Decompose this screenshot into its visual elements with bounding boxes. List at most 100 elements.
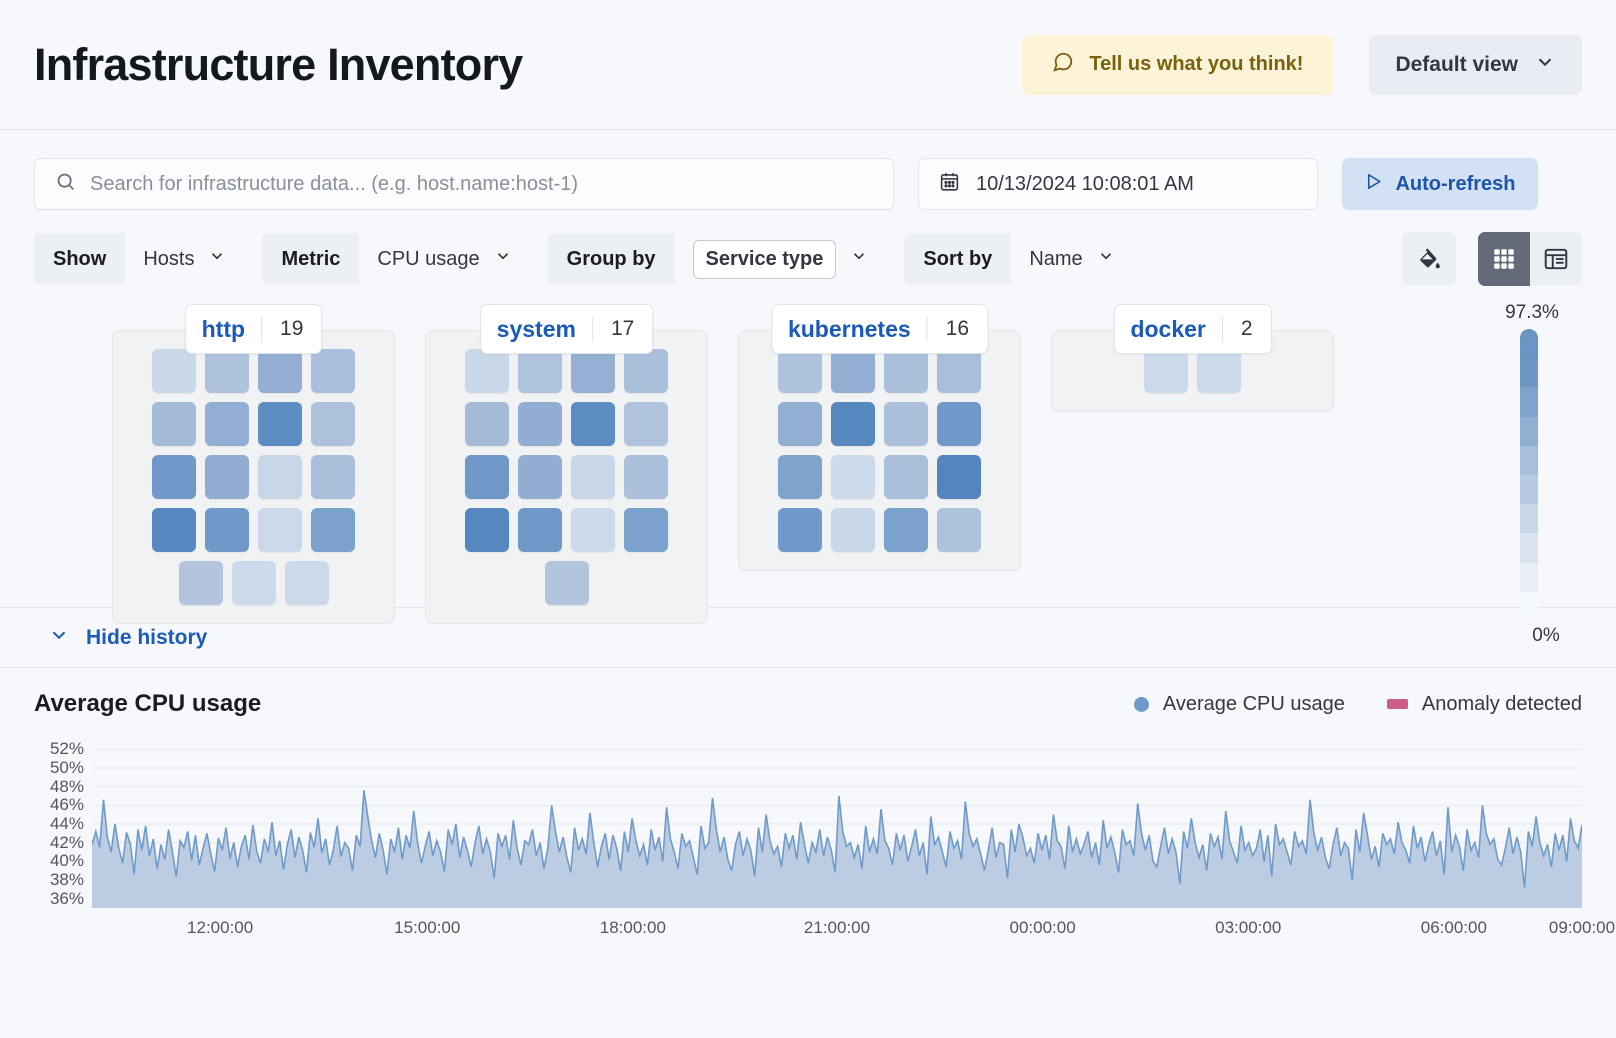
y-tick-label: 36%: [49, 888, 84, 908]
host-cell[interactable]: [937, 508, 981, 552]
y-tick-label: 40%: [49, 851, 84, 871]
host-cell[interactable]: [311, 349, 355, 393]
paint-bucket-icon[interactable]: [1402, 232, 1456, 286]
host-cell[interactable]: [231, 561, 276, 605]
host-cell[interactable]: [884, 349, 928, 393]
host-cell[interactable]: [465, 349, 509, 393]
host-cell[interactable]: [311, 402, 355, 446]
chart-plot-wrap: 52%50%48%46%44%42%40%38%36%: [34, 739, 1582, 908]
host-cell[interactable]: [152, 455, 196, 499]
group-count: 16: [926, 316, 987, 342]
host-cell[interactable]: [831, 455, 875, 499]
host-cell[interactable]: [311, 508, 355, 552]
host-cell[interactable]: [205, 508, 249, 552]
host-cell[interactable]: [1144, 349, 1188, 393]
x-tick-label: 06:00:00: [1420, 918, 1487, 937]
host-cell[interactable]: [205, 402, 249, 446]
feedback-button[interactable]: Tell us what you think!: [1022, 34, 1334, 95]
legend-item-average-cpu-usage[interactable]: Average CPU usage: [1133, 693, 1345, 716]
host-cell[interactable]: [884, 402, 928, 446]
page-header: Infrastructure Inventory Tell us what yo…: [0, 0, 1616, 130]
y-tick-label: 50%: [49, 758, 84, 777]
group-count: 19: [261, 316, 321, 342]
host-cell[interactable]: [831, 349, 875, 393]
group-name: docker: [1130, 315, 1206, 342]
host-cell[interactable]: [937, 455, 981, 499]
host-cell[interactable]: [152, 402, 196, 446]
auto-refresh-button[interactable]: Auto-refresh: [1342, 158, 1538, 210]
host-cell[interactable]: [937, 349, 981, 393]
default-view-dropdown[interactable]: Default view: [1369, 34, 1582, 95]
host-cell[interactable]: [544, 561, 589, 605]
host-cell[interactable]: [258, 508, 302, 552]
host-cell[interactable]: [571, 455, 615, 499]
host-cell[interactable]: [778, 349, 822, 393]
host-cell[interactable]: [518, 508, 562, 552]
host-cell[interactable]: [831, 402, 875, 446]
chevron-down-icon: [48, 624, 70, 652]
host-cell[interactable]: [1197, 349, 1241, 393]
date-picker[interactable]: 10/13/2024 10:08:01 AM: [918, 158, 1318, 210]
group-name: kubernetes: [787, 315, 911, 342]
host-cell[interactable]: [152, 508, 196, 552]
filter-metric-select[interactable]: CPU usage: [359, 233, 529, 285]
host-cell[interactable]: [518, 349, 562, 393]
host-cell[interactable]: [205, 455, 249, 499]
y-tick-label: 48%: [49, 776, 84, 796]
search-placeholder: Search for infrastructure data... (e.g. …: [90, 172, 579, 195]
host-cell[interactable]: [624, 455, 668, 499]
host-cell[interactable]: [205, 349, 249, 393]
table-view-toggle[interactable]: [1530, 232, 1582, 286]
hide-history-label: Hide history: [86, 625, 208, 649]
host-cell[interactable]: [258, 455, 302, 499]
host-cell[interactable]: [258, 402, 302, 446]
chart-title: Average CPU usage: [34, 690, 262, 717]
host-cell[interactable]: [178, 561, 223, 605]
host-cell[interactable]: [624, 402, 668, 446]
host-cell[interactable]: [465, 508, 509, 552]
filter-show-select[interactable]: Hosts: [125, 233, 244, 285]
group-header-system[interactable]: system 17: [479, 304, 654, 354]
host-cell[interactable]: [465, 455, 509, 499]
host-cell[interactable]: [884, 455, 928, 499]
x-tick-label: 03:00:00: [1215, 918, 1282, 937]
grid-view-toggle[interactable]: [1478, 232, 1530, 286]
chart-plot-area[interactable]: [92, 740, 1582, 908]
host-cell[interactable]: [624, 508, 668, 552]
host-cell[interactable]: [571, 402, 615, 446]
host-cell[interactable]: [258, 349, 302, 393]
group-count: 17: [591, 316, 652, 342]
hide-history-toggle[interactable]: Hide history: [0, 608, 1616, 668]
legend-item-anomaly-detected[interactable]: Anomaly detected: [1386, 693, 1582, 716]
x-tick-label: 09:00:00: [1548, 918, 1616, 937]
chevron-down-icon: [1534, 51, 1556, 79]
host-cell[interactable]: [571, 508, 615, 552]
filter-group-by-select[interactable]: Service type: [675, 233, 887, 285]
host-cell[interactable]: [778, 455, 822, 499]
y-tick-label: 44%: [49, 814, 84, 833]
host-cell[interactable]: [284, 561, 329, 605]
host-cell[interactable]: [518, 455, 562, 499]
host-cell[interactable]: [624, 349, 668, 393]
host-cell[interactable]: [311, 455, 355, 499]
host-cell[interactable]: [884, 508, 928, 552]
host-cell[interactable]: [152, 349, 196, 393]
host-cell[interactable]: [465, 402, 509, 446]
group-kubernetes: kubernetes 16: [738, 304, 1021, 624]
group-header-kubernetes[interactable]: kubernetes 16: [770, 304, 989, 354]
host-cell[interactable]: [937, 402, 981, 446]
group-name: system: [496, 315, 576, 342]
host-cell[interactable]: [778, 402, 822, 446]
filter-sort-by-select[interactable]: Name: [1011, 233, 1132, 285]
host-cell[interactable]: [571, 349, 615, 393]
host-cell[interactable]: [831, 508, 875, 552]
filter-sort-by-value: Name: [1029, 247, 1083, 270]
host-cell[interactable]: [778, 508, 822, 552]
host-cell[interactable]: [518, 402, 562, 446]
calendar-icon: [939, 171, 960, 198]
search-input[interactable]: Search for infrastructure data... (e.g. …: [34, 158, 894, 210]
page-title: Infrastructure Inventory: [34, 38, 523, 90]
